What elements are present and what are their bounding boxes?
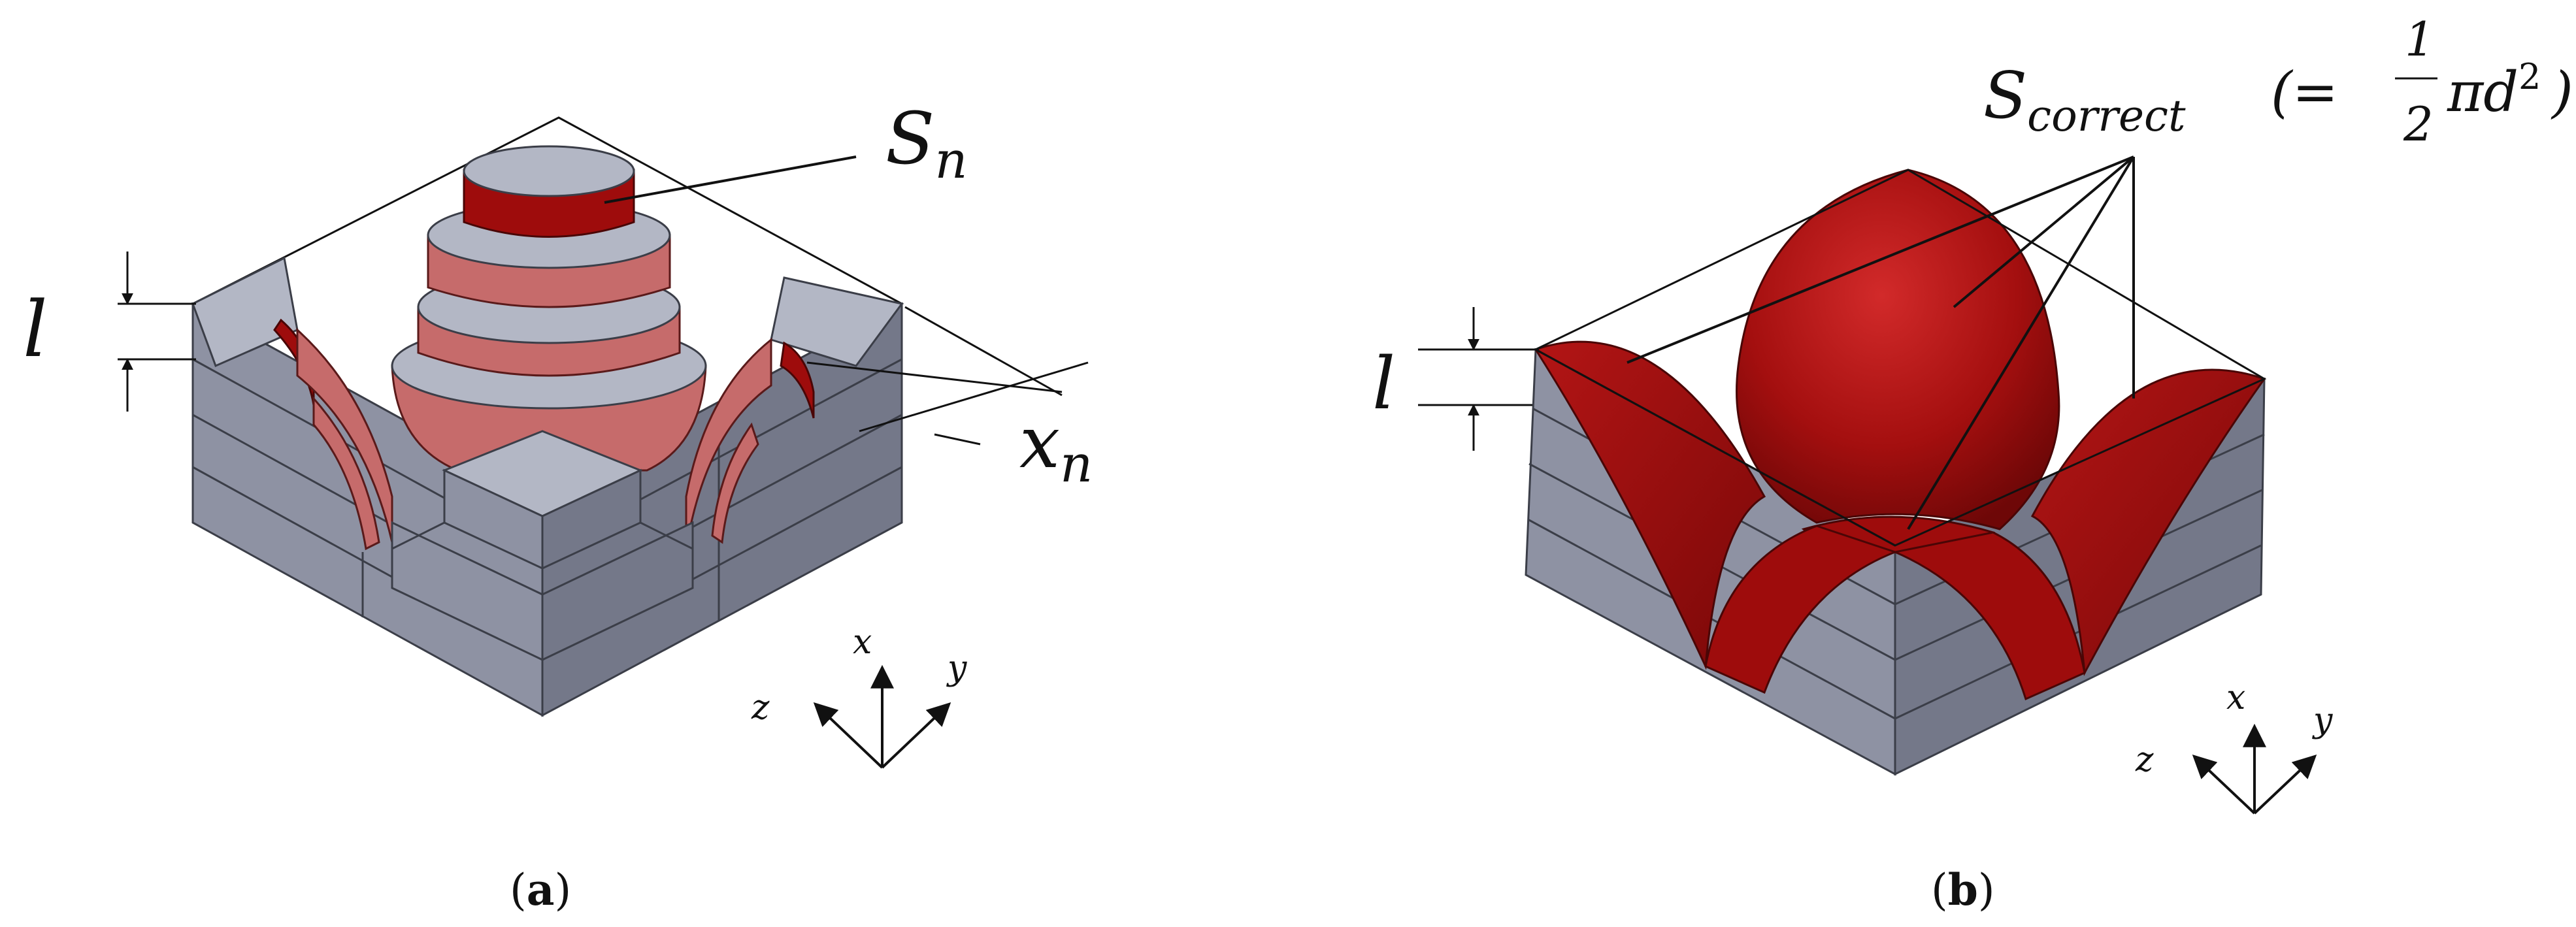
panel-a: l xn Sn x y z xyxy=(23,97,1093,915)
svg-text:(=: (= xyxy=(2271,60,2338,124)
panel-b-layer-label: l xyxy=(1372,342,1395,425)
panel-b-left-petal xyxy=(1534,340,1766,670)
panel-b-axis-z: z xyxy=(2135,740,2154,779)
panel-b-surface-leaders xyxy=(1627,155,2135,530)
panel-b-layer-dimension: l xyxy=(1372,307,1539,451)
svg-text:): ) xyxy=(2551,60,2573,124)
panel-a-right-corner-block xyxy=(685,276,904,549)
panel-b-axis-x: x xyxy=(2226,678,2245,717)
panel-b-area-formula: (= 1 2 πd2 ) xyxy=(2271,12,2573,152)
panel-b-caption: (b) xyxy=(1931,864,1995,915)
panel-b-central-dome xyxy=(1736,169,2060,530)
svg-text:2: 2 xyxy=(2403,97,2434,152)
panel-a-axis-z: z xyxy=(751,688,770,727)
panel-b-red-surfaces xyxy=(1534,169,2266,701)
svg-text:πd2: πd2 xyxy=(2447,56,2541,124)
panel-b-surface-label: Scorrect xyxy=(1983,59,2186,141)
panel-a-layer-label: l xyxy=(23,284,48,374)
panel-b-axis-y: y xyxy=(2312,701,2333,740)
panel-a-section-leader: Sn xyxy=(604,97,968,204)
panel-a-layer-dimension: l xyxy=(23,252,196,412)
panel-a-offset-label: xn xyxy=(1019,400,1093,494)
panel-a-axes-triad: x y z xyxy=(751,623,967,769)
panel-a-offset-dimension: xn xyxy=(806,306,1093,494)
panel-b-axes-triad: x y z xyxy=(2135,678,2333,815)
svg-text:1: 1 xyxy=(2405,12,2435,67)
panel-a-stepped-cone xyxy=(391,145,707,472)
panel-b: l Scorrect (= 1 2 πd2 ) x xyxy=(1372,12,2573,915)
panel-a-caption: (a) xyxy=(510,864,571,915)
panel-a-section-label: Sn xyxy=(885,97,968,190)
panel-a-axis-x: x xyxy=(853,623,872,662)
panel-a-front-pedestal xyxy=(391,430,694,662)
panel-a-axis-y: y xyxy=(946,649,967,688)
panel-b-right-petal xyxy=(2030,368,2266,677)
